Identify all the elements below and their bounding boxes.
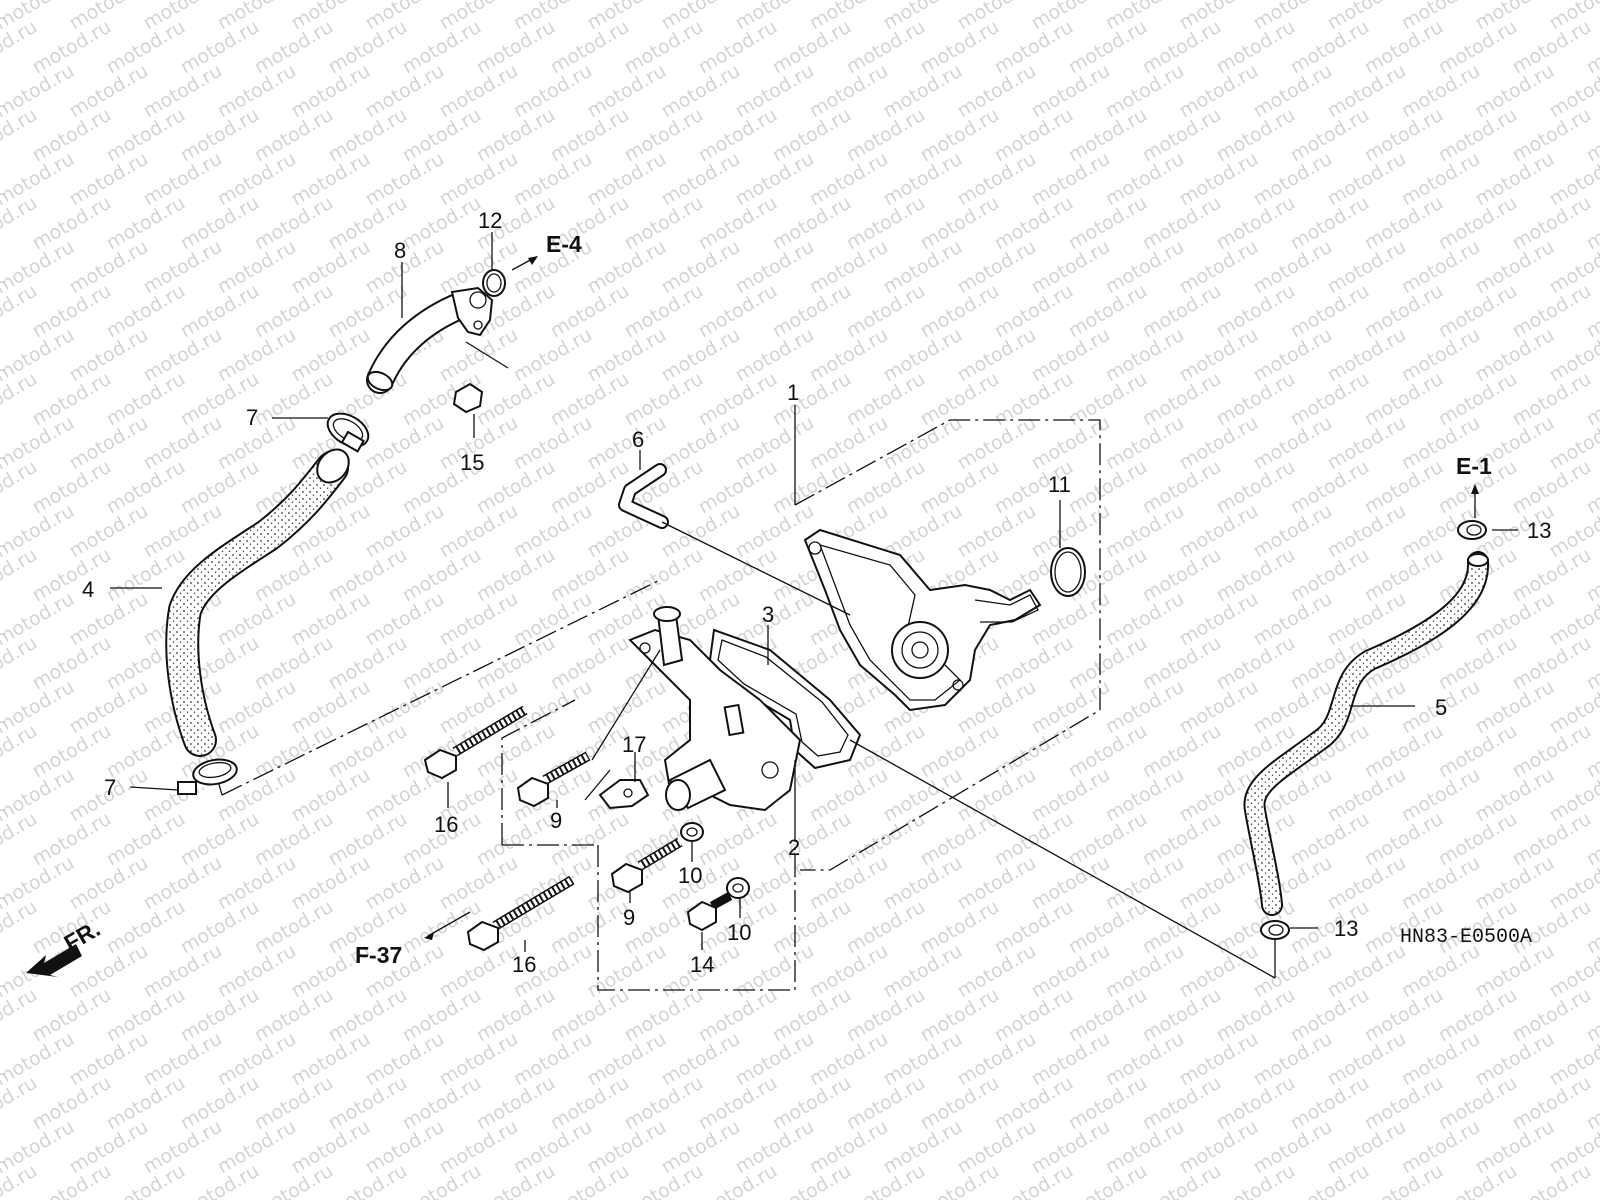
assembly-outline: [214, 419, 1101, 991]
callout-numbers: 1 2 3 4 5 6 7 7 8 9 9 10 10 11 12 13 13 …: [82, 208, 1551, 977]
bolt-15: [452, 373, 500, 414]
thermostat-housing-2: [628, 606, 802, 812]
hose-6: [618, 463, 669, 529]
callout-17: 17: [622, 732, 646, 757]
washer-10-lower: [726, 877, 750, 899]
bolt-9-lower: [610, 837, 683, 894]
callout-8: 8: [394, 238, 406, 263]
callout-9-upper: 9: [550, 808, 562, 833]
callout-13-upper: 13: [1527, 518, 1551, 543]
reference-e1: E-1: [1456, 453, 1492, 479]
clamp-7-lower: [177, 758, 238, 795]
clip-17: [598, 779, 650, 810]
reference-arrows: [424, 256, 1479, 940]
callout-15: 15: [460, 450, 484, 475]
o-ring-11: [1050, 547, 1086, 597]
callout-4: 4: [82, 577, 94, 602]
callout-12: 12: [478, 208, 502, 233]
water-pump-body: [803, 528, 1042, 712]
callout-13-lower: 13: [1334, 916, 1358, 941]
callout-11: 11: [1048, 472, 1071, 497]
callout-9-lower: 9: [623, 905, 635, 930]
callout-3: 3: [762, 602, 774, 627]
bolt-14: [686, 892, 733, 932]
bolt-16-upper: [423, 705, 528, 780]
callout-7-upper: 7: [246, 405, 258, 430]
clamp-13-lower: [1260, 920, 1290, 940]
reference-f37: F-37: [355, 942, 402, 968]
reference-e4: E-4: [546, 231, 582, 257]
leader-lines: [110, 232, 1518, 979]
diagram-code: HN83-E0500A: [1400, 926, 1532, 949]
clamp-7-upper: [326, 412, 370, 453]
callout-10-upper: 10: [678, 863, 702, 888]
callout-14: 14: [690, 952, 714, 977]
hose-4: [165, 448, 350, 757]
callout-6: 6: [632, 427, 644, 452]
callout-5: 5: [1435, 695, 1447, 720]
callout-2: 2: [788, 835, 800, 860]
clamp-13-upper: [1457, 520, 1487, 540]
callout-16-lower: 16: [512, 952, 536, 977]
callout-1: 1: [787, 380, 799, 405]
bolt-16-lower: [466, 875, 575, 952]
washer-10-upper: [680, 822, 704, 842]
hose-5: [1243, 551, 1489, 916]
pipe-8: [366, 286, 494, 394]
bolt-9-upper: [516, 751, 591, 808]
callout-10-lower: 10: [727, 920, 751, 945]
callout-7-lower: 7: [104, 775, 116, 800]
o-ring-12: [482, 269, 506, 297]
callout-16-upper: 16: [434, 812, 458, 837]
